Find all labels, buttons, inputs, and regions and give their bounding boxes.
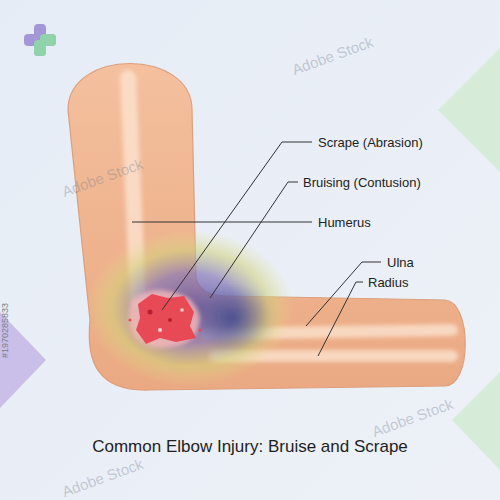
corner-triangle — [452, 372, 500, 470]
part-label: Radius — [368, 276, 408, 289]
bruise-core — [190, 282, 274, 354]
leader-lines — [132, 142, 381, 356]
scrape — [129, 290, 202, 348]
part-label: Humerus — [318, 216, 371, 229]
arm-shape — [68, 64, 465, 391]
bruise — [86, 230, 294, 386]
part-label: Ulna — [387, 256, 414, 269]
corner-triangle — [438, 48, 500, 172]
callout-label: Bruising (Contusion) — [303, 176, 421, 189]
callout-label: Scrape (Abrasion) — [318, 136, 423, 149]
watermark-id: #1970285833 — [1, 303, 10, 358]
caption: Common Elbow Injury: Bruise and Scrape — [0, 438, 500, 455]
logo-icon — [24, 24, 56, 56]
